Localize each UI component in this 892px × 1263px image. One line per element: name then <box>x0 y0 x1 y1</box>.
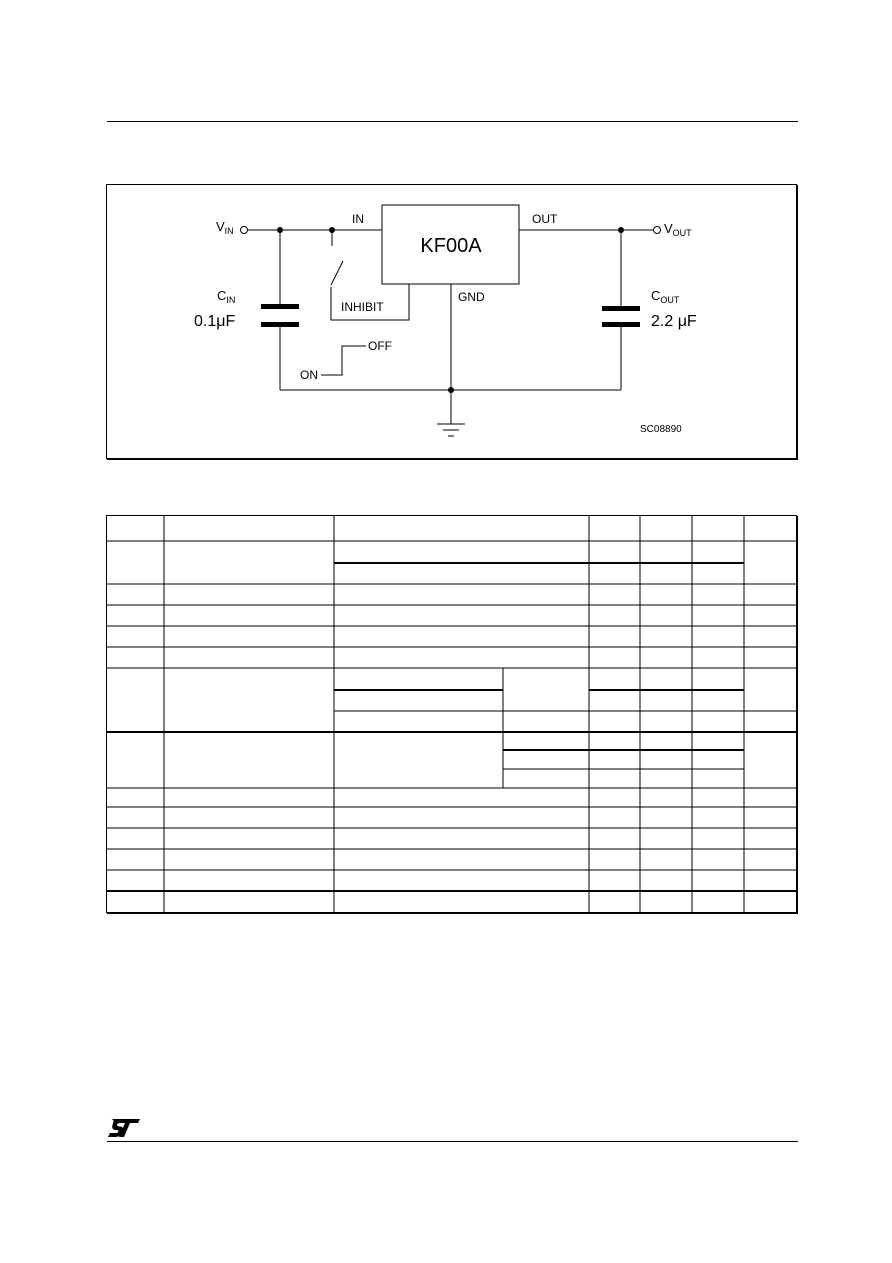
switch-off-label: OFF <box>368 339 392 353</box>
figure-code: SC08890 <box>640 424 682 435</box>
cout-plate-top <box>602 306 640 311</box>
inhibit-switch <box>330 260 344 286</box>
inhibit-wire <box>330 284 410 321</box>
vin-terminal <box>240 226 248 234</box>
vin-label: VIN <box>216 219 234 236</box>
cout-label: COUT <box>651 288 680 305</box>
pin-gnd-label: GND <box>458 290 485 304</box>
pin-in-label: IN <box>352 212 364 226</box>
ic-label: KF00A <box>420 235 482 257</box>
cout-value: 2.2 μF <box>651 313 697 330</box>
table-frame <box>106 515 797 913</box>
switch-on-label: ON <box>300 368 318 382</box>
st-logo <box>108 1119 140 1137</box>
cin-value: 0.1μF <box>194 313 235 330</box>
footer-rule <box>107 1141 798 1142</box>
header-rule <box>107 121 798 122</box>
vout-terminal <box>653 226 661 234</box>
cout-plate-bottom <box>602 322 640 327</box>
on-off-indicator <box>321 345 366 376</box>
st-logo-mark <box>108 1119 140 1137</box>
vout-label: VOUT <box>664 221 692 238</box>
cin-label: CIN <box>217 288 235 305</box>
cin-plate-top <box>261 304 299 309</box>
pin-out-label: OUT <box>532 212 558 226</box>
spec-table <box>106 515 798 914</box>
pin-inhibit-label: INHIBIT <box>341 300 384 314</box>
application-circuit: VIN KF00A IN OUT GND INHIBIT VOUT CIN 0.… <box>106 184 798 460</box>
regulator-ic <box>381 204 520 285</box>
cin-plate-bottom <box>261 322 299 327</box>
